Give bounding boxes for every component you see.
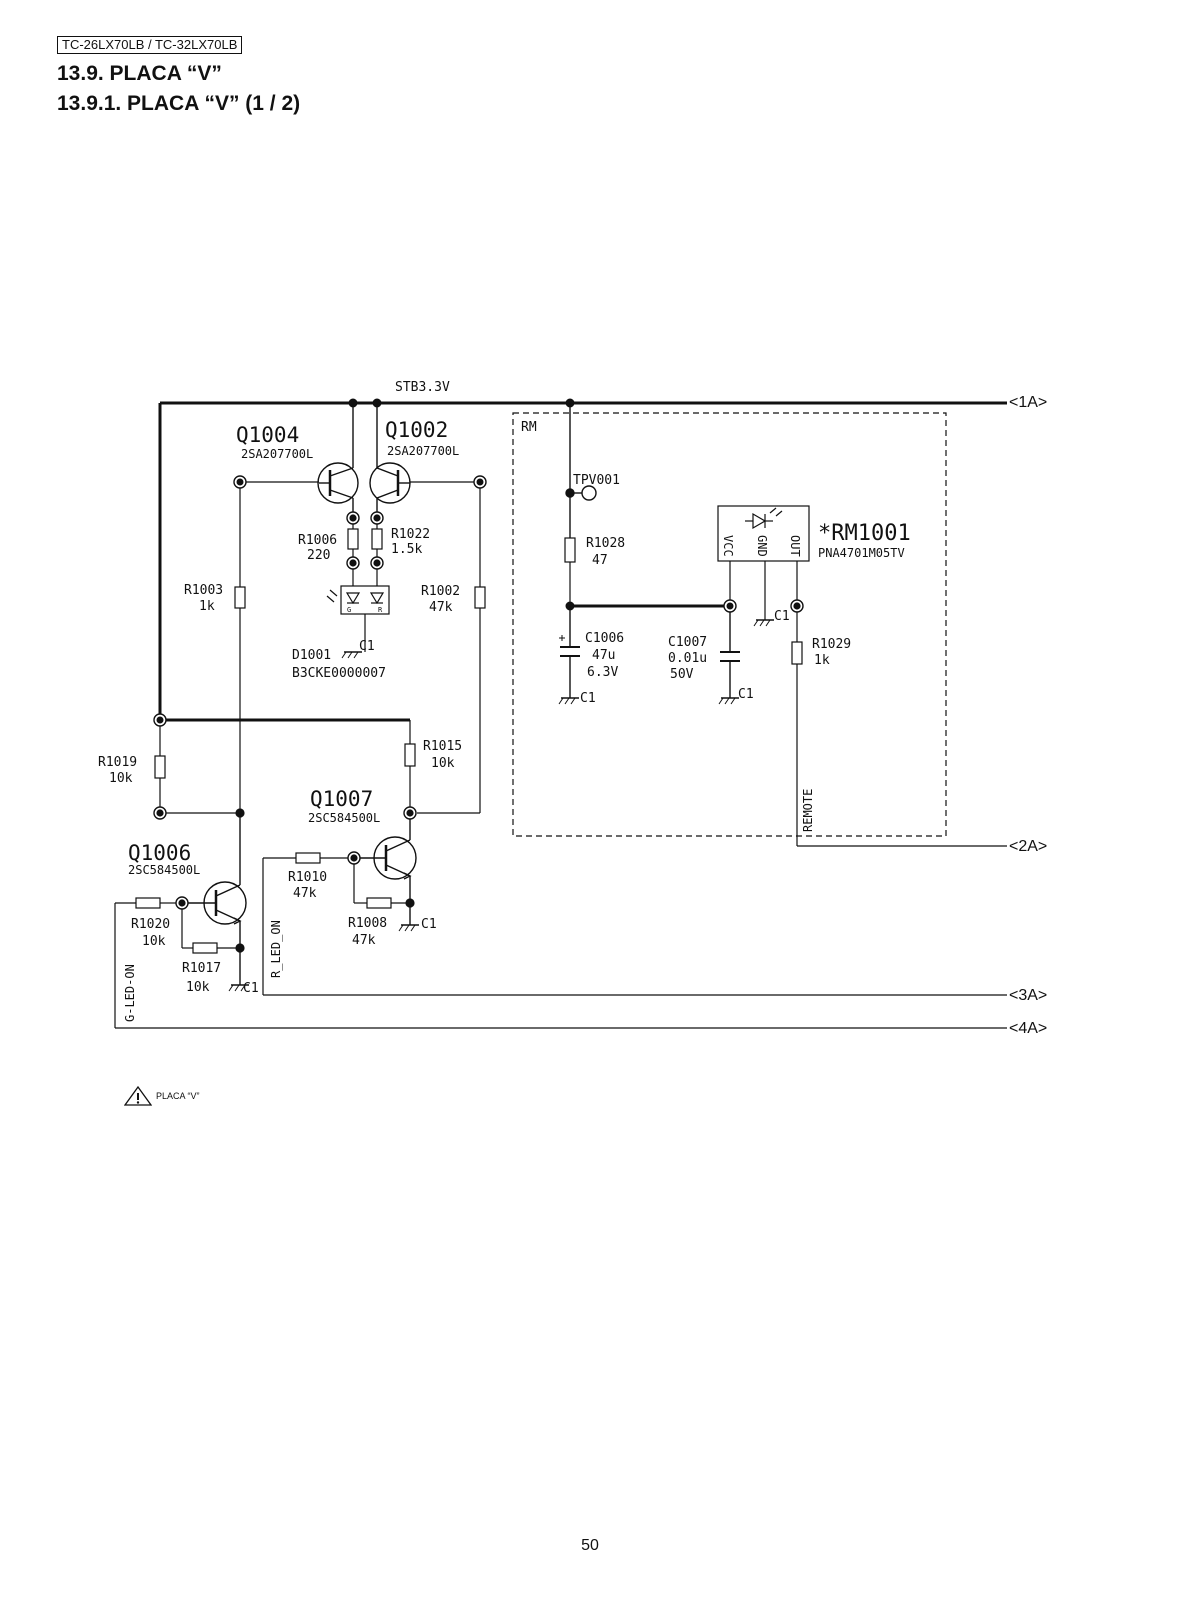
warning-text: PLACA “V” (156, 1091, 200, 1101)
ground-label-c1007: C1 (738, 687, 754, 702)
ground-label-q1006: C1 (243, 981, 259, 996)
r1022-ref: R1022 (391, 527, 430, 542)
c1006-value: 47u (592, 648, 615, 663)
connector-3a: <3A> (1009, 987, 1047, 1004)
transistor-q1006 (188, 813, 247, 985)
resistor-r1020 (114, 896, 189, 1028)
r1015-ref: R1015 (423, 739, 462, 754)
rm-wiring (565, 403, 597, 538)
rm-block-outline (512, 412, 947, 837)
d1001-part: B3CKE0000007 (292, 666, 386, 681)
q1004-part: 2SA207700L (241, 447, 313, 461)
resistor-r1017 (181, 909, 245, 954)
rm-block-label: RM (521, 420, 537, 435)
r1006-value: 220 (307, 548, 330, 563)
led-pin-g: G (347, 606, 351, 614)
q1002-part: 2SA207700L (387, 444, 459, 458)
pin-gnd: GND (755, 535, 769, 557)
resistor-r1028 (564, 537, 576, 606)
q1006-part: 2SC584500L (128, 863, 200, 877)
net-label-stb: STB3.3V (395, 380, 450, 395)
r1010-value: 47k (293, 886, 317, 901)
signal-g-led-on: G-LED-ON (123, 964, 137, 1022)
c1006-ref: C1006 (585, 631, 624, 646)
ground-label-c1006: C1 (580, 691, 596, 706)
signal-r-led-on: R_LED_ON (269, 920, 283, 978)
resistor-r1019 (153, 726, 245, 820)
capacitor-c1006 (559, 606, 580, 698)
q1004-ref: Q1004 (236, 423, 299, 447)
r1017-value: 10k (186, 980, 210, 995)
c1007-ref: C1007 (668, 635, 707, 650)
test-point-tpv001: TPV001 (573, 473, 620, 488)
q1007-ref: Q1007 (310, 787, 373, 811)
connector-2a: <2A> (1009, 838, 1047, 855)
r1019-ref: R1019 (98, 755, 137, 770)
r1020-ref: R1020 (131, 917, 170, 932)
r1002-ref: R1002 (421, 584, 460, 599)
transistor-q1004 (317, 403, 359, 515)
q1006-ref: Q1006 (128, 841, 191, 865)
pin-vcc: VCC (721, 535, 735, 557)
r1015-value: 10k (431, 756, 455, 771)
ground-q1007 (398, 924, 420, 932)
rm1001-ref: *RM1001 (818, 521, 911, 546)
q1002-ref: Q1002 (385, 418, 448, 442)
r1017-ref: R1017 (182, 961, 221, 976)
section-title: 13.9. PLACA “V” (57, 62, 222, 85)
ground-label: C1 (359, 639, 375, 654)
r1029-value: 1k (814, 653, 830, 668)
c1007-voltage: 50V (670, 667, 694, 682)
r1028-ref: R1028 (586, 536, 625, 551)
c1007-value: 0.01u (668, 651, 707, 666)
resistor-r1002 (417, 488, 486, 814)
resistor-r1022 (370, 511, 384, 586)
q1007-part: 2SC584500L (308, 811, 380, 825)
capacitor-c1007 (720, 612, 740, 698)
r1022-value: 1.5k (391, 542, 422, 557)
resistor-r1029 (790, 599, 1007, 847)
model-label: TC-26LX70LB / TC-32LX70LB (57, 36, 243, 54)
r1010-ref: R1010 (288, 870, 327, 885)
ground-label-q1007: C1 (421, 917, 437, 932)
resistor-r1006 (346, 511, 360, 586)
ground-c1007 (718, 697, 740, 705)
warning-note: PLACA “V” (124, 1086, 200, 1106)
r1029-ref: R1029 (812, 637, 851, 652)
transistor-q1007 (360, 819, 417, 925)
led-pin-r: R (378, 606, 383, 614)
ground-label-rm1001: C1 (774, 609, 790, 624)
connector-4a: <4A> (1009, 1020, 1047, 1037)
signal-remote: REMOTE (801, 789, 815, 832)
r1006-ref: R1006 (298, 533, 337, 548)
r1020-value: 10k (142, 934, 166, 949)
connector-1a: <1A> (1009, 394, 1047, 411)
module-rm1001 (717, 505, 810, 620)
resistor-r1015 (403, 720, 417, 820)
r1028-value: 47 (592, 553, 608, 568)
r1003-value: 1k (199, 599, 215, 614)
transistor-q1002 (369, 403, 411, 515)
r1019-value: 10k (109, 771, 133, 786)
r1002-value: 47k (429, 600, 453, 615)
subsection-title: 13.9.1. PLACA “V” (1 / 2) (57, 92, 301, 115)
ground-c1006 (558, 697, 580, 705)
d1001-ref: D1001 (292, 648, 331, 663)
led-d1001 (326, 585, 390, 652)
page-number: 50 (581, 1537, 599, 1554)
r1003-ref: R1003 (184, 583, 223, 598)
ground-rm1001 (753, 619, 775, 627)
resistor-r1003 (234, 488, 246, 813)
warning-icon (124, 1086, 152, 1106)
rm1001-part: PNA4701M05TV (818, 546, 905, 560)
c1006-voltage: 6.3V (587, 665, 618, 680)
r1008-ref: R1008 (348, 916, 387, 931)
pin-out: OUT (788, 535, 802, 557)
r1008-value: 47k (352, 933, 376, 948)
resistor-r1008 (353, 864, 415, 909)
